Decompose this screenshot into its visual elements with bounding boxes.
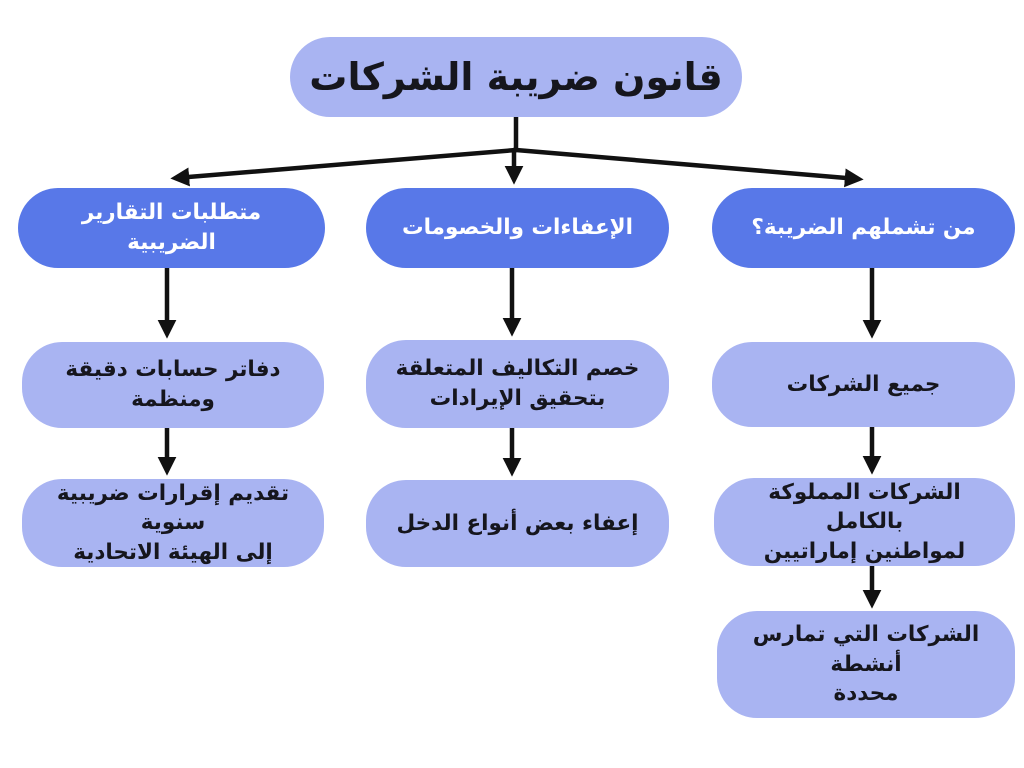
branch-header-exemptions: الإعفاءات والخصومات (366, 188, 669, 268)
node-income-exemption: إعفاء بعض أنواع الدخل (366, 480, 669, 567)
branch-header-reporting: متطلبات التقارير الضريبية (18, 188, 325, 268)
branch-header-scope: من تشملهم الضريبة؟ (712, 188, 1015, 268)
title-node: قانون ضريبة الشركات (290, 37, 742, 117)
node-cost-deduction: خصم التكاليف المتعلقة بتحقيق الإيرادات (366, 340, 669, 428)
node-specific-activities: الشركات التي تمارس أنشطة محددة (717, 611, 1015, 718)
node-accurate-books: دفاتر حسابات دقيقة ومنظمة (22, 342, 324, 428)
node-annual-returns: تقديم إقرارات ضريبية سنوية إلى الهيئة ال… (22, 479, 324, 567)
node-all-companies: جميع الشركات (712, 342, 1015, 427)
arrow-branch-right (513, 147, 864, 188)
node-emirati-owned: الشركات المملوكة بالكامل لمواطنين إمارات… (714, 478, 1015, 566)
arrow-branch-left (170, 147, 519, 187)
